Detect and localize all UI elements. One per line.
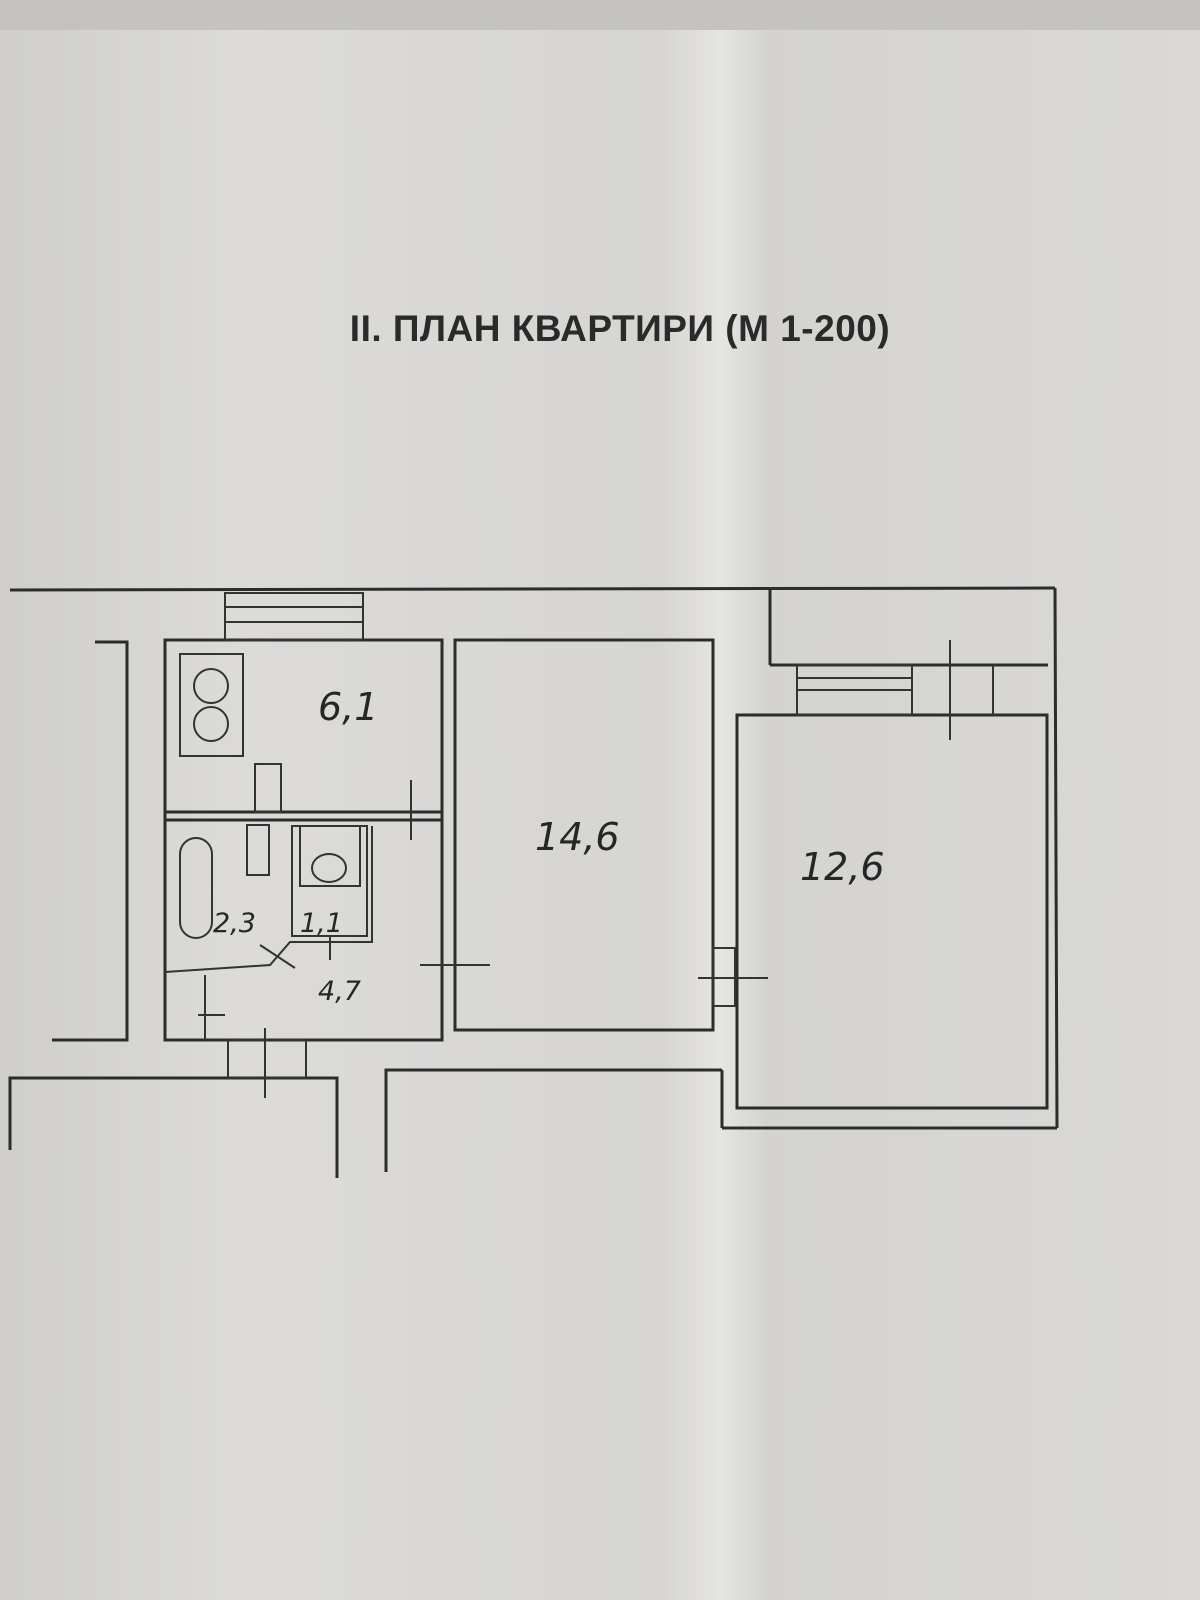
room-2-area: 12,6 xyxy=(800,845,885,889)
fixtures xyxy=(179,653,347,939)
document-title: II. ПЛАН КВАРТИРИ (М 1-200) xyxy=(349,308,891,349)
kitchen-area: 6,1 xyxy=(318,685,378,729)
area-labels: 6,1 14,6 12,6 2,3 1,1 4,7 xyxy=(213,685,885,1007)
toilet-area: 1,1 xyxy=(300,908,343,939)
room-1-area: 14,6 xyxy=(535,815,620,859)
walls xyxy=(8,586,1059,1178)
bathroom-area: 2,3 xyxy=(213,908,256,939)
stove-icon xyxy=(179,653,244,757)
bathtub-icon xyxy=(179,837,213,939)
toilet-icon xyxy=(311,853,347,883)
sink-icon xyxy=(254,763,282,813)
paper-top-edge xyxy=(0,0,1200,30)
hallway-area: 4,7 xyxy=(318,976,361,1007)
